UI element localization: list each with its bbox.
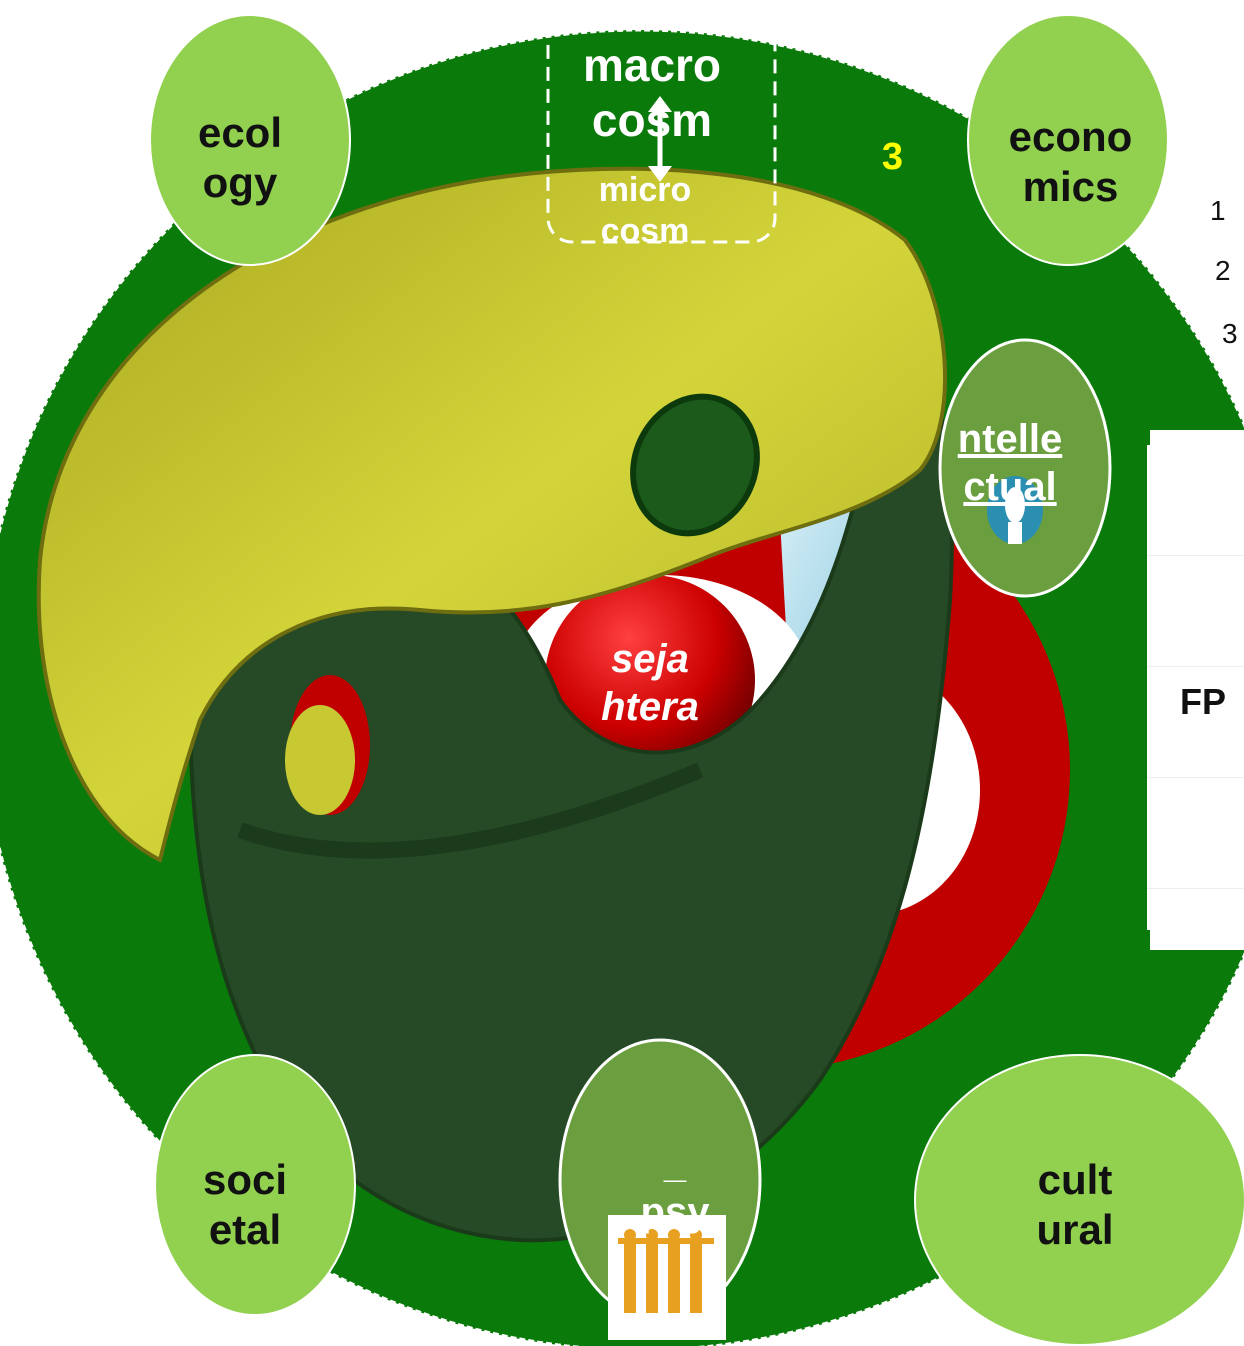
macrocosm-label: macro cosm xyxy=(552,38,752,148)
economics-label: econo mics xyxy=(988,112,1153,213)
side-number-1: 1 xyxy=(1210,195,1226,227)
microcosm-label: micro cosm xyxy=(560,170,730,252)
cultural-label: cult ural xyxy=(995,1155,1155,1256)
level-number: 3 xyxy=(870,135,915,181)
side-number-3: 3 xyxy=(1222,318,1238,350)
fp-label: FP xyxy=(1180,680,1244,723)
societal-label: soci etal xyxy=(165,1155,325,1256)
intellectual-label: ntelle ctual xyxy=(945,415,1075,511)
side-number-2: 2 xyxy=(1215,255,1231,287)
psy-label: _ psy xyxy=(620,1140,730,1236)
core-text: seja htera xyxy=(570,635,730,731)
ecology-label: ecol ogy xyxy=(160,108,320,209)
